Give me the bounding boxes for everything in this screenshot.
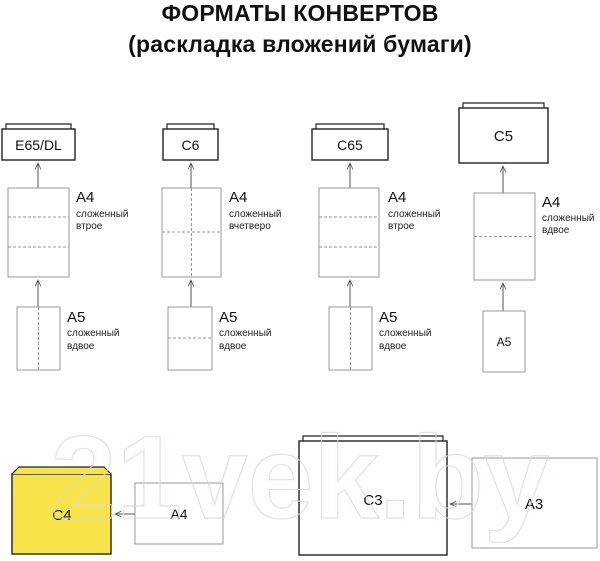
page-title: ФОРМАТЫ КОНВЕРТОВ [161,0,439,26]
envelope-label: C5 [494,128,513,145]
a4-note-2: втрое [388,221,415,232]
a5-label: A5 [67,309,85,326]
a4-note-1: сложенный [76,209,128,220]
envelope-e65-dl: E65/DL [1,123,76,161]
a5-label: A5 [379,309,397,326]
envelope-c6: C6 [162,123,219,161]
c3-label: C3 [363,492,382,509]
envelope-label: C6 [182,137,200,153]
sheet-a4-folded-four [161,187,222,278]
envelope-c4: C4 [11,466,112,555]
a5-note-1: сложенный [379,328,431,339]
a5-label: A5 [219,309,237,326]
a4-label: A4 [229,189,247,206]
envelope-label: E65/DL [15,137,62,153]
sheet-a4-folded-two [473,192,536,281]
sheet-a5: A5 [482,310,526,373]
a5-note-2: вдвое [219,341,247,352]
a5-note-1: сложенный [219,328,271,339]
a4-note-2: вдвое [542,225,570,236]
a4-label: A4 [170,506,187,522]
a4-note-1: сложенный [229,209,281,220]
envelope-c65: C65 [311,123,389,161]
a4-label: A4 [542,194,560,211]
column-c6: C6 A4 сложенный вчетверо A5 сложенный вд… [161,123,281,371]
page-subtitle: (раскладка вложений бумаги) [128,31,472,57]
a4-note-1: сложенный [388,209,440,220]
watermark: 21vek.by [51,412,550,544]
column-e65-dl: E65/DL A4 сложенный втрое A5 сложенный в… [1,123,128,371]
a4-note-2: вчетверо [229,221,271,232]
column-c5: C5 A4 сложенный вдвое A5 [458,102,594,373]
a5-note-1: сложенный [67,328,119,339]
column-c65: C65 A4 сложенный втрое A5 сложенный вдво… [311,123,440,371]
sheet-a4-folded-three [318,187,380,278]
a5-note-2: вдвое [379,341,407,352]
a4-note-2: втрое [76,221,103,232]
a4-label: A4 [388,189,406,206]
c4-label: C4 [52,507,71,524]
a3-label: A3 [525,496,543,513]
sheet-a4: A4 [134,482,224,545]
sheet-a5-folded-two [328,306,373,371]
a5-note-2: вдвое [67,341,95,352]
sheet-a5-folded-two [16,306,61,371]
sheet-a5-folded-two [167,306,213,371]
envelope-c3: C3 [298,435,448,556]
sheet-a4-folded-three [7,187,70,278]
a4-note-1: сложенный [542,213,594,224]
a4-label: A4 [76,189,94,206]
a5-box-label: A5 [497,335,512,349]
envelope-c5: C5 [458,102,549,164]
sheet-a3: A3 [471,457,598,549]
envelope-label: C65 [337,137,363,153]
